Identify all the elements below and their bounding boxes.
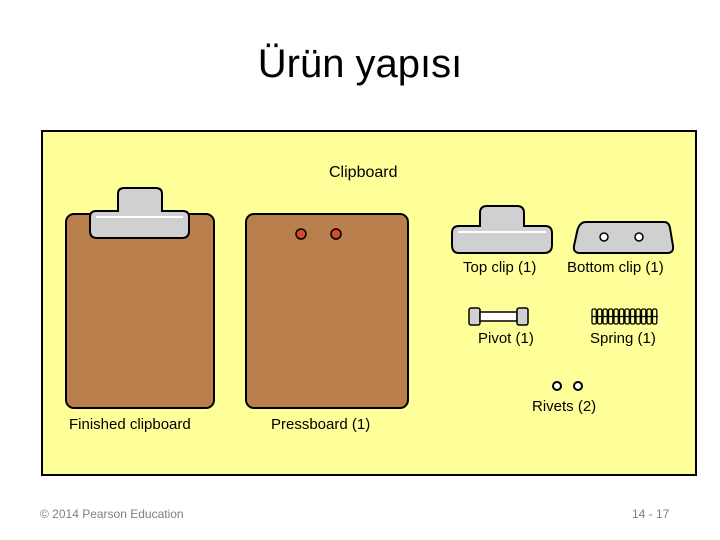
copyright-text: © 2014 Pearson Education	[40, 507, 184, 521]
finished-clipboard-illustration	[65, 187, 215, 409]
spring-part	[591, 308, 658, 325]
finished-top-clip	[89, 187, 190, 239]
pressboard-illustration	[245, 213, 409, 409]
bottom-clip-hole-left	[599, 232, 609, 242]
diagram-title: Clipboard	[329, 164, 398, 181]
pressboard	[245, 213, 409, 409]
pivot-part	[468, 307, 529, 326]
bottom-clip-hole-right	[634, 232, 644, 242]
pressboard-hole-right	[330, 228, 342, 240]
pressboard-label: Pressboard (1)	[271, 416, 371, 433]
pressboard-hole-left	[295, 228, 307, 240]
finished-clipboard-label: Finished clipboard	[69, 416, 191, 433]
top-clip-label: Top clip (1)	[463, 259, 537, 276]
bottom-clip-part	[572, 221, 675, 254]
slide-title: Ürün yapısı	[257, 42, 463, 86]
spring-label: Spring (1)	[590, 330, 656, 347]
rivet-right	[573, 381, 583, 391]
rivets-label: Rivets (2)	[532, 398, 597, 415]
top-clip-part	[451, 205, 553, 254]
finished-board	[65, 213, 215, 409]
bottom-clip-label: Bottom clip (1)	[567, 259, 664, 276]
pivot-label: Pivot (1)	[478, 330, 534, 347]
page-number: 14 - 17	[632, 507, 670, 521]
rivet-left	[552, 381, 562, 391]
